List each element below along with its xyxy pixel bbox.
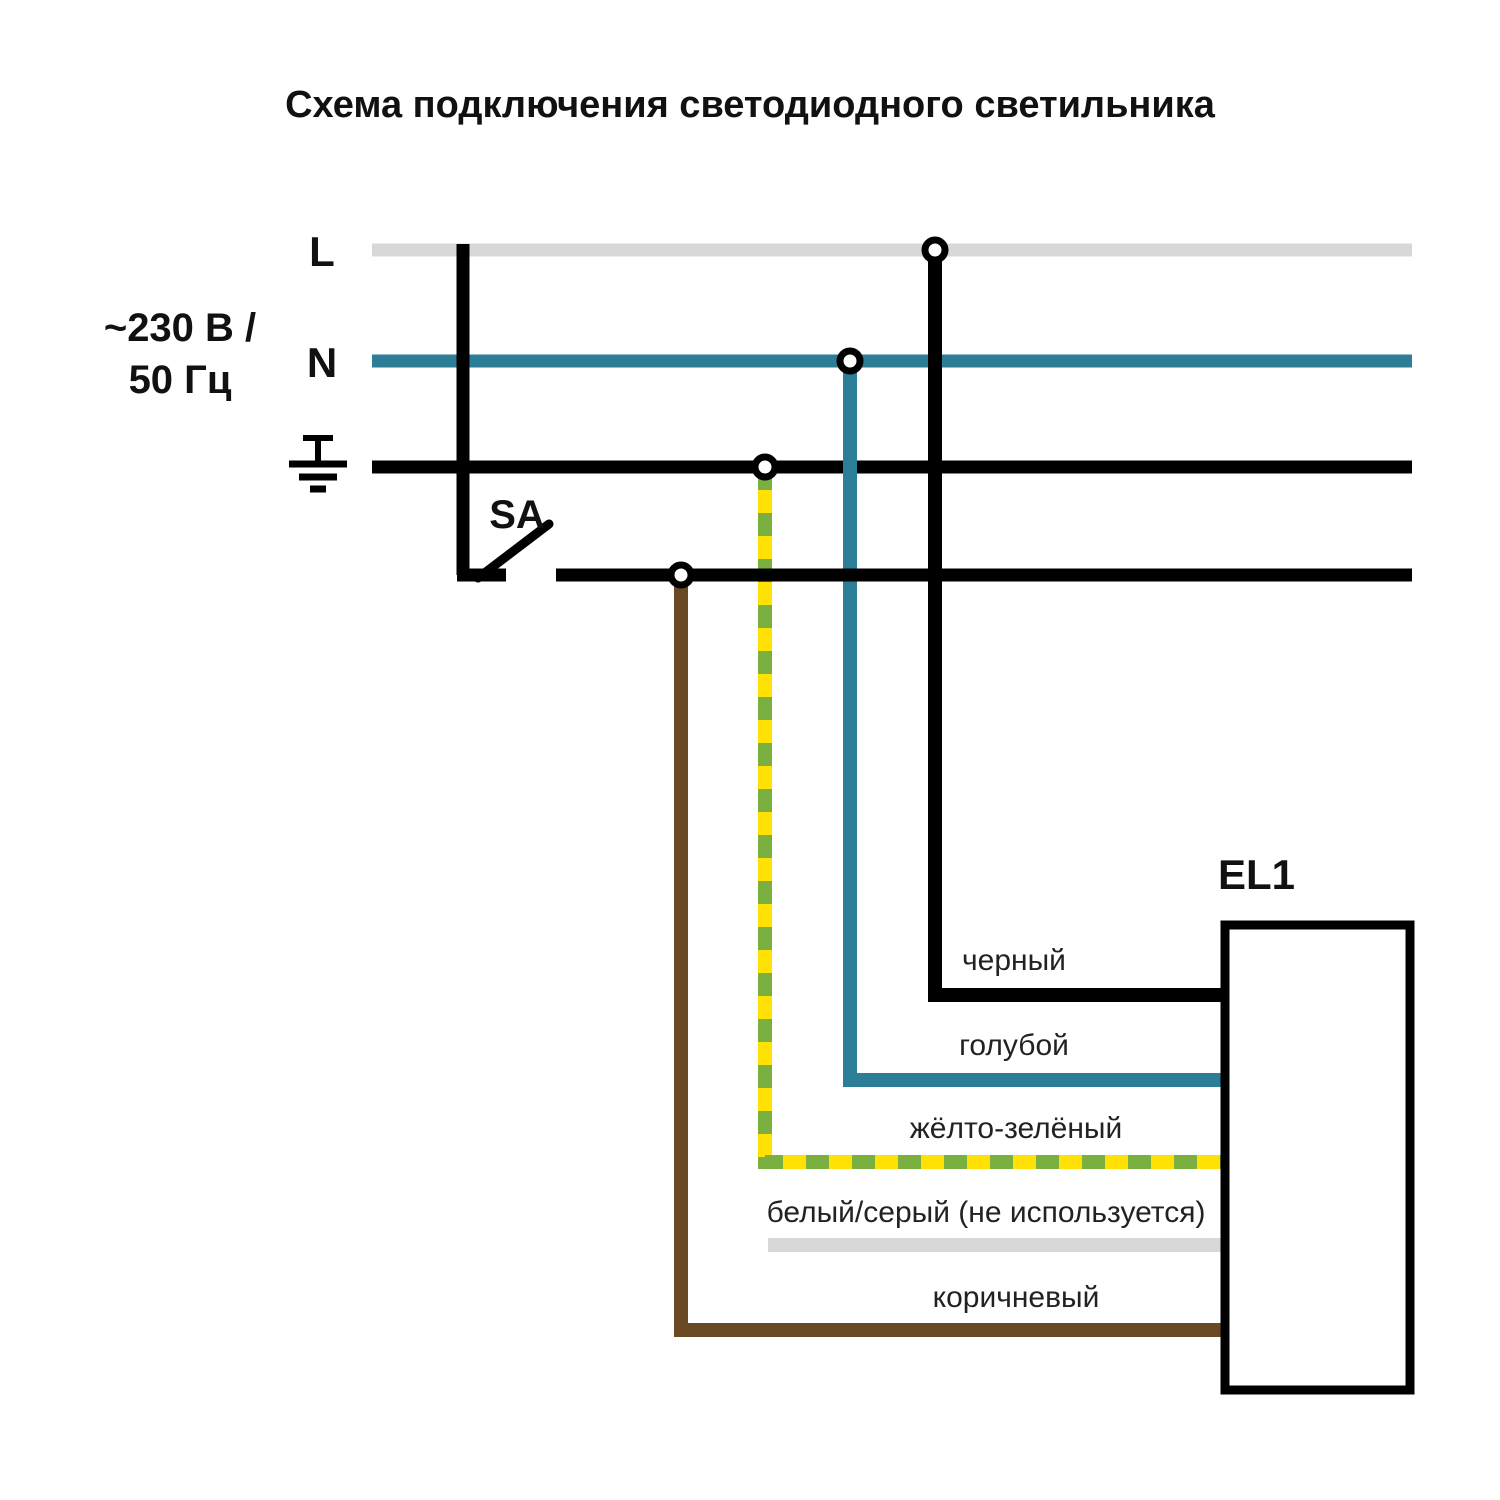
junction-dot-neutral: [836, 347, 864, 375]
junction-dot-phase: [921, 236, 949, 264]
switch-label: SA: [489, 493, 545, 537]
luminaire-box: [1220, 920, 1415, 1395]
diagram-title: Схема подключения светодиодного светильн…: [285, 84, 1216, 126]
wire-black: [928, 250, 1232, 1002]
neutral-label: N: [307, 339, 337, 386]
wire-label-brown: коричневый: [933, 1281, 1100, 1314]
junction-dot-ground: [751, 453, 779, 481]
luminaire-label: EL1: [1218, 851, 1295, 898]
wire-yellow-green-dashes: [758, 467, 1232, 1169]
wire-label-black: черный: [962, 944, 1066, 977]
wire-brown: [674, 575, 1232, 1337]
junction-dot-switched: [667, 561, 695, 589]
voltage-label-line2: 50 Гц: [129, 358, 232, 402]
phase-label: L: [309, 228, 335, 275]
voltage-label-line1: ~230 В /: [104, 306, 256, 350]
wire-label-blue: голубой: [959, 1029, 1069, 1062]
wire-label-white-gray: белый/серый (не используется): [767, 1196, 1206, 1229]
switch-blade: [473, 519, 554, 583]
wire-blue: [843, 361, 1232, 1087]
switch-sa: [456, 244, 1412, 583]
wire-label-yellow-green: жёлто-зелёный: [910, 1112, 1123, 1145]
earth-symbol-icon: [289, 435, 347, 493]
